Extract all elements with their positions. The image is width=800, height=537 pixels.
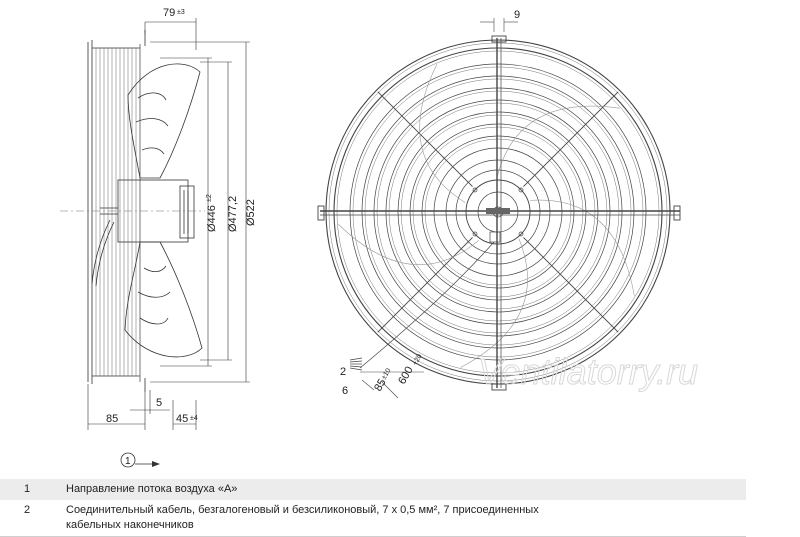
dim-d446-label: Ø446: [206, 205, 218, 232]
blade-edge: [496, 105, 620, 179]
technical-drawing: 79 ±3 Ø446 ±2 Ø477,2 Ø522 85 5 45 ±4 1: [60, 7, 699, 468]
guard-ring: [361, 75, 635, 349]
guard-ring-inner: [376, 90, 620, 334]
guard-strut: [523, 91, 619, 187]
blade-edge: [419, 63, 466, 203]
guard-ring-inner: [412, 126, 584, 298]
dim-85-cable-label: 85: [372, 377, 389, 394]
cable-lugs: [349, 357, 363, 371]
dim-600-tolerance: +20: [412, 353, 424, 367]
dim-45-label: 45: [176, 413, 188, 425]
blade-edge: [529, 199, 635, 296]
guard-ring: [349, 63, 647, 361]
airflow-direction-marker: 1: [120, 452, 160, 468]
guard-ring-inner: [328, 42, 668, 382]
guard-ring: [333, 47, 663, 377]
connection-cable: [359, 241, 495, 369]
dim-85-label: 85: [106, 413, 118, 425]
dim-85-cable-tolerance: ±10: [381, 367, 393, 381]
guard-strut: [377, 91, 473, 187]
guard-ring: [397, 111, 599, 313]
legend-table: 1 Направление потока воздуха «A» 2 Соеди…: [0, 479, 746, 537]
blade-edge: [460, 238, 528, 368]
guard-strut: [377, 237, 473, 333]
guard-ring: [409, 123, 587, 301]
guard-ring-inner: [352, 66, 644, 358]
dim-d477-label: Ø477,2: [227, 196, 239, 232]
dim-45-tolerance: ±4: [190, 415, 198, 422]
guard-ring: [421, 135, 575, 289]
fan-side-view: [60, 18, 250, 430]
blade-upper: [127, 63, 201, 179]
legend-text: Соединительный кабель, безгалогеновый и …: [60, 500, 746, 537]
guard-wires: [95, 48, 137, 376]
callout-2: 2: [340, 366, 346, 378]
guard-ring-inner: [424, 138, 572, 286]
legend-text: Направление потока воздуха «A»: [60, 479, 746, 500]
dim-depth-tolerance: ±3: [177, 9, 185, 16]
guard-ring-inner: [364, 78, 632, 346]
guard-ring: [445, 159, 551, 265]
dim-depth-label: 79: [163, 7, 175, 19]
guard-rings: [325, 39, 671, 385]
blade-edge: [338, 224, 480, 266]
mount-foot-top: [491, 35, 507, 43]
guard-ring: [373, 87, 623, 337]
guard-ring: [385, 99, 611, 325]
mount-foot-bottom: [491, 383, 507, 391]
watermark: Ventilatorry.ru: [478, 351, 698, 392]
dim-5-label: 5: [156, 397, 162, 409]
legend-row: 1 Направление потока воздуха «A»: [0, 479, 746, 500]
guard-ring: [455, 169, 541, 255]
guard-ring-inner: [336, 50, 660, 374]
dim-600-label: 600: [396, 365, 416, 387]
fan-blades-front: [338, 63, 635, 368]
arrow-right-icon: [152, 461, 160, 467]
mount-foot-left: [317, 205, 325, 221]
legend-number: 1: [0, 479, 60, 500]
dim-d446-tolerance: ±2: [206, 194, 213, 202]
legend-row: 2 Соединительный кабель, безгалогеновый …: [0, 500, 746, 537]
guard-ring: [433, 147, 563, 277]
guard-ring-inner: [388, 102, 608, 322]
fan-front-view: [317, 18, 681, 399]
blade-lower: [124, 241, 203, 358]
legend-number: 2: [0, 500, 60, 537]
airflow-marker-number: 1: [125, 456, 131, 467]
guard-strut: [523, 237, 619, 333]
dim-9-label: 9: [514, 9, 520, 21]
dim-6-label: 6: [342, 385, 348, 397]
mount-foot-right: [673, 205, 681, 221]
dim-d522-label: Ø522: [245, 199, 257, 226]
guard-ring-inner: [400, 114, 596, 310]
motor-hub-front: [465, 179, 531, 245]
